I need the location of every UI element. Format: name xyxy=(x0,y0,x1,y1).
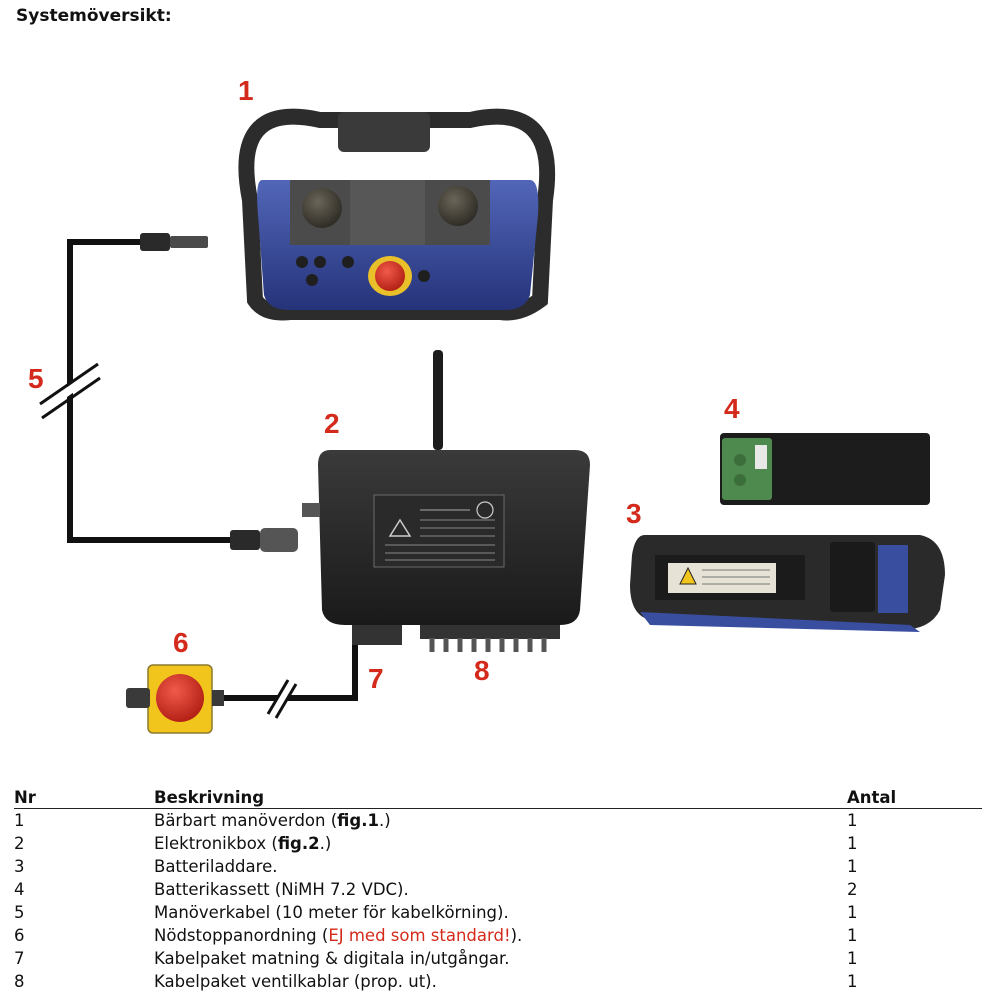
table-header-row: Nr Beskrivning Antal xyxy=(14,786,982,809)
parts-table: Nr Beskrivning Antal 1 Bärbart manöverdo… xyxy=(14,786,982,993)
cell-quantity: 1 xyxy=(847,857,858,876)
table-row: 2 Elektronikbox (fig.2.) 1 xyxy=(14,832,982,855)
table-row: 6 Nödstoppanordning (EJ med som standard… xyxy=(14,924,982,947)
col-header-description: Beskrivning xyxy=(154,786,847,809)
cell-nr: 3 xyxy=(14,857,25,876)
system-diagram: 1 2 3 4 5 6 7 8 xyxy=(28,75,945,734)
cell-nr: 6 xyxy=(14,926,25,945)
figure-label-3: 3 xyxy=(626,498,642,529)
cell-description: Kabelpaket matning & digitala in/utgånga… xyxy=(154,949,510,968)
cell-description: Elektronikbox (fig.2.) xyxy=(154,834,332,853)
cell-quantity: 2 xyxy=(847,880,858,899)
cell-nr: 5 xyxy=(14,903,25,922)
page-title: Systemöversikt: xyxy=(16,6,172,26)
power-io-cable xyxy=(220,645,358,719)
table-row: 4 Batterikassett (NiMH 7.2 VDC). 2 xyxy=(14,878,982,901)
cell-description: Bärbart manöverdon (fig.1.) xyxy=(154,811,391,830)
cell-nr: 1 xyxy=(14,811,25,830)
figure-label-5: 5 xyxy=(28,363,44,394)
cell-description: Batterikassett (NiMH 7.2 VDC). xyxy=(154,880,409,899)
cell-quantity: 1 xyxy=(847,834,858,853)
cell-description: Kabelpaket ventilkablar (prop. ut). xyxy=(154,972,437,991)
not-standard-warning: EJ med som standard! xyxy=(328,926,511,945)
emergency-stop-unit xyxy=(126,664,224,734)
cell-quantity: 1 xyxy=(847,903,858,922)
table-row: 8 Kabelpaket ventilkablar (prop. ut). 1 xyxy=(14,970,982,993)
cell-quantity: 1 xyxy=(847,926,858,945)
cell-description: Manöverkabel (10 meter för kabelkörning)… xyxy=(154,903,509,922)
cell-nr: 8 xyxy=(14,972,25,991)
table-row: 1 Bärbart manöverdon (fig.1.) 1 xyxy=(14,809,982,833)
figure-label-1: 1 xyxy=(238,75,254,106)
cell-description: Nödstoppanordning (EJ med som standard!)… xyxy=(154,926,523,945)
table-row: 3 Batteriladdare. 1 xyxy=(14,855,982,878)
control-cable xyxy=(39,233,298,552)
figure-label-2: 2 xyxy=(324,408,340,439)
portable-remote-control xyxy=(238,108,556,321)
figure-label-4: 4 xyxy=(724,393,740,424)
cell-nr: 2 xyxy=(14,834,25,853)
col-header-quantity: Antal xyxy=(847,786,982,809)
figure-label-8: 8 xyxy=(474,655,490,686)
system-overview-figure: 1 2 3 4 5 6 7 8 xyxy=(0,40,1000,780)
table-row: 5 Manöverkabel (10 meter för kabelkörnin… xyxy=(14,901,982,924)
col-header-nr: Nr xyxy=(14,786,154,809)
table-row: 7 Kabelpaket matning & digitala in/utgån… xyxy=(14,947,982,970)
figure-label-7: 7 xyxy=(368,663,384,694)
electronic-box xyxy=(302,350,590,652)
figure-label-6: 6 xyxy=(173,627,189,658)
cell-quantity: 1 xyxy=(847,811,858,830)
battery-charger xyxy=(630,535,945,632)
cell-quantity: 1 xyxy=(847,949,858,968)
battery-cassette xyxy=(720,433,930,505)
cell-nr: 4 xyxy=(14,880,25,899)
cell-nr: 7 xyxy=(14,949,25,968)
cell-description: Batteriladdare. xyxy=(154,857,278,876)
cell-quantity: 1 xyxy=(847,972,858,991)
